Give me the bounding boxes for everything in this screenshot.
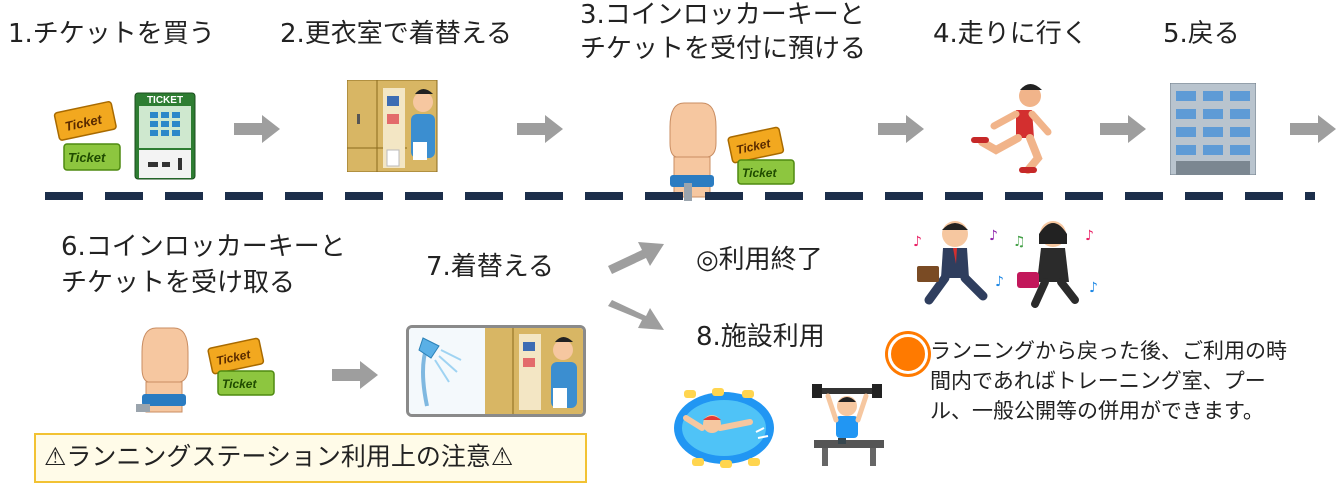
step-7-label: 7.着替える — [426, 252, 555, 282]
businesspeople-icon: ♪ ♪ ♫ ♪ ♪ ♪ — [905, 216, 1105, 312]
step-3-label-line1: 3.コインロッカーキーと — [580, 0, 865, 30]
svg-text:♫: ♫ — [1013, 234, 1026, 250]
wristband-key-icon — [662, 95, 722, 205]
warning-box: ⚠ランニングステーション利用上の注意⚠ — [34, 433, 587, 483]
note-line-2: 間内であればトレーニング室、プー — [930, 369, 1266, 393]
warning-title: ⚠ランニングステーション利用上の注意⚠ — [44, 442, 514, 471]
note-line-1: ランニングから戻った後、ご利用の時 — [930, 339, 1287, 363]
end-label: ◎利用終了 — [696, 245, 823, 275]
svg-text:♪: ♪ — [995, 274, 1004, 290]
arrow-up-right-icon — [608, 242, 664, 274]
ticket-machine-icon: TICKET — [134, 92, 196, 180]
ticket-machine-label: TICKET — [147, 95, 183, 106]
step-3-label-line2: チケットを受付に預ける — [580, 34, 867, 64]
note-line-3: ル、一般公開等の併用ができます。 — [930, 399, 1264, 423]
arrow-right-icon — [1290, 115, 1336, 143]
ticket-icon: Ticket Ticket — [53, 101, 121, 171]
step-6-label-line1: 6.コインロッカーキーと — [61, 232, 346, 262]
svg-text:♪: ♪ — [913, 234, 922, 250]
ticket-icon: Ticket Ticket — [726, 122, 798, 188]
arrow-right-icon — [1100, 115, 1146, 143]
ticket-purchase-illustration: Ticket Ticket — [50, 92, 200, 182]
ticket-text-2: Ticket — [68, 150, 106, 165]
arrow-right-icon — [332, 361, 378, 389]
step-8-label: 8.施設利用 — [696, 322, 825, 352]
arrow-right-icon — [878, 115, 924, 143]
arrow-right-icon — [517, 115, 563, 143]
ticket-icon: Ticket Ticket — [206, 333, 278, 399]
svg-text:♪: ♪ — [989, 228, 998, 244]
svg-text:♪: ♪ — [1085, 228, 1094, 244]
swimmer-icon — [672, 388, 776, 468]
wristband-key-icon — [134, 322, 194, 428]
dashed-divider — [45, 192, 1315, 200]
locker-room-icon — [346, 79, 439, 173]
svg-text:♪: ♪ — [1089, 280, 1098, 296]
building-icon — [1169, 82, 1257, 176]
arrow-right-icon — [234, 115, 280, 143]
step-2-label: 2.更衣室で着替える — [280, 19, 513, 49]
step-1-label: 1.チケットを買う — [8, 19, 215, 49]
runner-icon — [966, 80, 1062, 174]
step-5-label: 5.戻る — [1163, 19, 1240, 49]
orange-bullet-icon — [888, 334, 928, 374]
shower-locker-icon — [406, 325, 586, 417]
arrow-down-right-icon — [608, 300, 664, 330]
step-6-label-line2: チケットを受け取る — [61, 268, 296, 298]
ticket-text-6: Ticket — [222, 377, 257, 391]
training-bench-icon — [800, 384, 896, 468]
step-4-label: 4.走りに行く — [933, 19, 1088, 49]
ticket-text-4: Ticket — [742, 166, 777, 180]
